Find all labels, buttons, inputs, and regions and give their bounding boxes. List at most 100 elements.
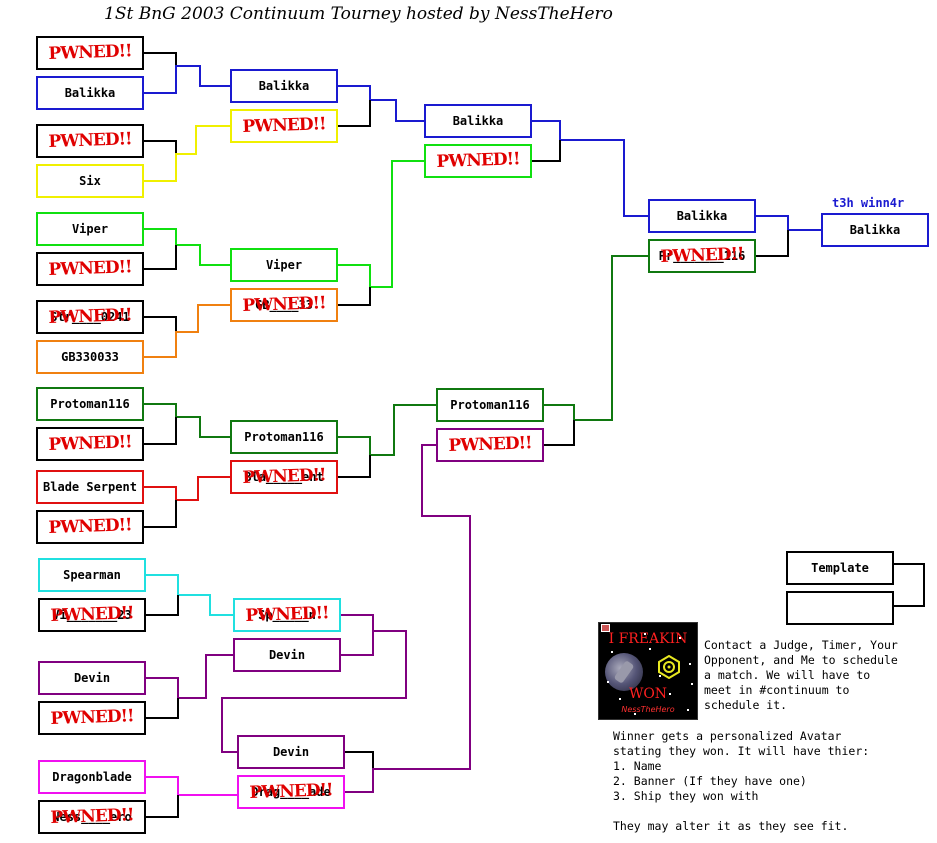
page-title: 1St BnG 2003 Continuum Tourney hosted by… (104, 4, 613, 24)
player-name: Balikka (676, 209, 728, 223)
player-name: GB____33 (255, 298, 313, 312)
bracket-slot-r3-1: Balikka (424, 104, 532, 138)
bracket-connector (144, 65, 230, 94)
bracket-connector (146, 654, 233, 699)
pwned-stamp: PWNED!! (436, 149, 520, 173)
player-name: Dragonblade (52, 770, 132, 784)
player-name: Ness____ero (52, 810, 132, 824)
bracket-slot-r2-5: Protoman116 (230, 420, 338, 454)
player-name: Devin (73, 671, 111, 685)
star-decoration (669, 693, 671, 695)
bracket-connector (532, 140, 561, 162)
info-line: They may alter it as they see fit. (613, 819, 849, 833)
player-name: Sp_____n (258, 608, 316, 622)
bracket-slot-r1-8: GB330033 (36, 340, 144, 374)
star-decoration (659, 675, 661, 677)
player-name: Blade Serpent (43, 480, 137, 494)
bracket-connector (338, 404, 436, 456)
player-name: Pr_______116 (658, 249, 746, 263)
pwned-stamp: PWNED!! (48, 257, 132, 281)
info-line: stating they won. It will have thier: (613, 744, 870, 758)
bracket-connector (144, 500, 177, 528)
star-decoration (607, 681, 609, 683)
emblem-icon (658, 655, 680, 679)
bracket-connector (144, 245, 177, 270)
bracket-slot-r1-3: PWNED!! (36, 124, 144, 158)
bracket-slot-r1-16: PWNED!! (38, 701, 146, 735)
bracket-connector (221, 614, 407, 753)
bracket-slot-r1-15: Devin (38, 661, 146, 695)
player-name: Str____0241 (50, 310, 130, 324)
avatar-line-3: NessTheHero (621, 705, 675, 714)
info-line: meet in #continuum to (704, 683, 850, 697)
bracket-connector (144, 476, 230, 501)
player-name: Six (79, 174, 101, 188)
player-name: Balikka (452, 114, 504, 128)
player-name: Balikka (64, 86, 116, 100)
bracket-connector (338, 455, 371, 478)
info-line: 1. Name (613, 759, 662, 773)
info-line: 3. Ship they won with (613, 789, 759, 803)
bracket-connector (544, 255, 648, 421)
bracket-connector (144, 52, 177, 66)
pwned-stamp: PWNED!! (48, 129, 132, 153)
bracket-connector (146, 574, 233, 616)
player-name: Vi_______23 (52, 608, 132, 622)
bracket-slot-r1-13: Spearman (38, 558, 146, 592)
template-slot: Template (786, 551, 894, 585)
player-name: Viper (71, 222, 109, 236)
player-name: Bla_____ent (244, 470, 324, 484)
flag-icon (601, 624, 610, 632)
info-line (613, 804, 869, 819)
star-decoration (691, 683, 693, 685)
player-name: Protoman116 (450, 398, 530, 412)
ship-icon (605, 653, 643, 691)
info-line: Contact a Judge, Timer, Your (704, 638, 898, 652)
star-decoration (679, 637, 681, 639)
player-name: Protoman116 (244, 430, 324, 444)
bracket-connector (544, 420, 575, 446)
pwned-stamp: PWNED!! (242, 114, 326, 138)
star-decoration (689, 663, 691, 665)
bracket-connector (341, 631, 374, 656)
pwned-stamp: PWNED!! (48, 432, 132, 456)
bracket-slot-r1-11: Blade Serpent (36, 470, 144, 504)
bracket-connector (144, 304, 230, 358)
info-line: Winner gets a personalized Avatar (613, 729, 842, 743)
bracket-connector (894, 563, 925, 607)
bracket-slot-r2-2: PWNED!! (230, 109, 338, 143)
bracket-slot-r1-6: PWNED!! (36, 252, 144, 286)
pwned-stamp: PWNED!! (48, 41, 132, 65)
info-line: Opponent, and Me to schedule (704, 653, 898, 667)
player-name: Protoman116 (50, 397, 130, 411)
player-name: Devin (268, 648, 306, 662)
bracket-slot-r1-4: Six (36, 164, 144, 198)
star-decoration (611, 651, 613, 653)
pwned-stamp: PWNED!! (50, 706, 134, 730)
bracket-slot-final: Balikka (821, 213, 929, 247)
winner-label: t3h winn4r (832, 196, 905, 210)
star-decoration (634, 713, 636, 715)
player-name: Balikka (258, 79, 310, 93)
player-name: Drag____ade (251, 785, 331, 799)
bracket-slot-r1-5: Viper (36, 212, 144, 246)
bracket-connector (756, 230, 789, 257)
bracket-connector (338, 287, 371, 306)
bracket-slot-r1-17: Dragonblade (38, 760, 146, 794)
bracket-slot-r1-12: PWNED!! (36, 510, 144, 544)
bracket-connector (345, 751, 374, 769)
bracket-connector (144, 417, 177, 445)
player-name: Balikka (849, 223, 901, 237)
bracket-slot-r3-4: PWNED!! (436, 428, 544, 462)
bracket-connector (338, 160, 424, 288)
